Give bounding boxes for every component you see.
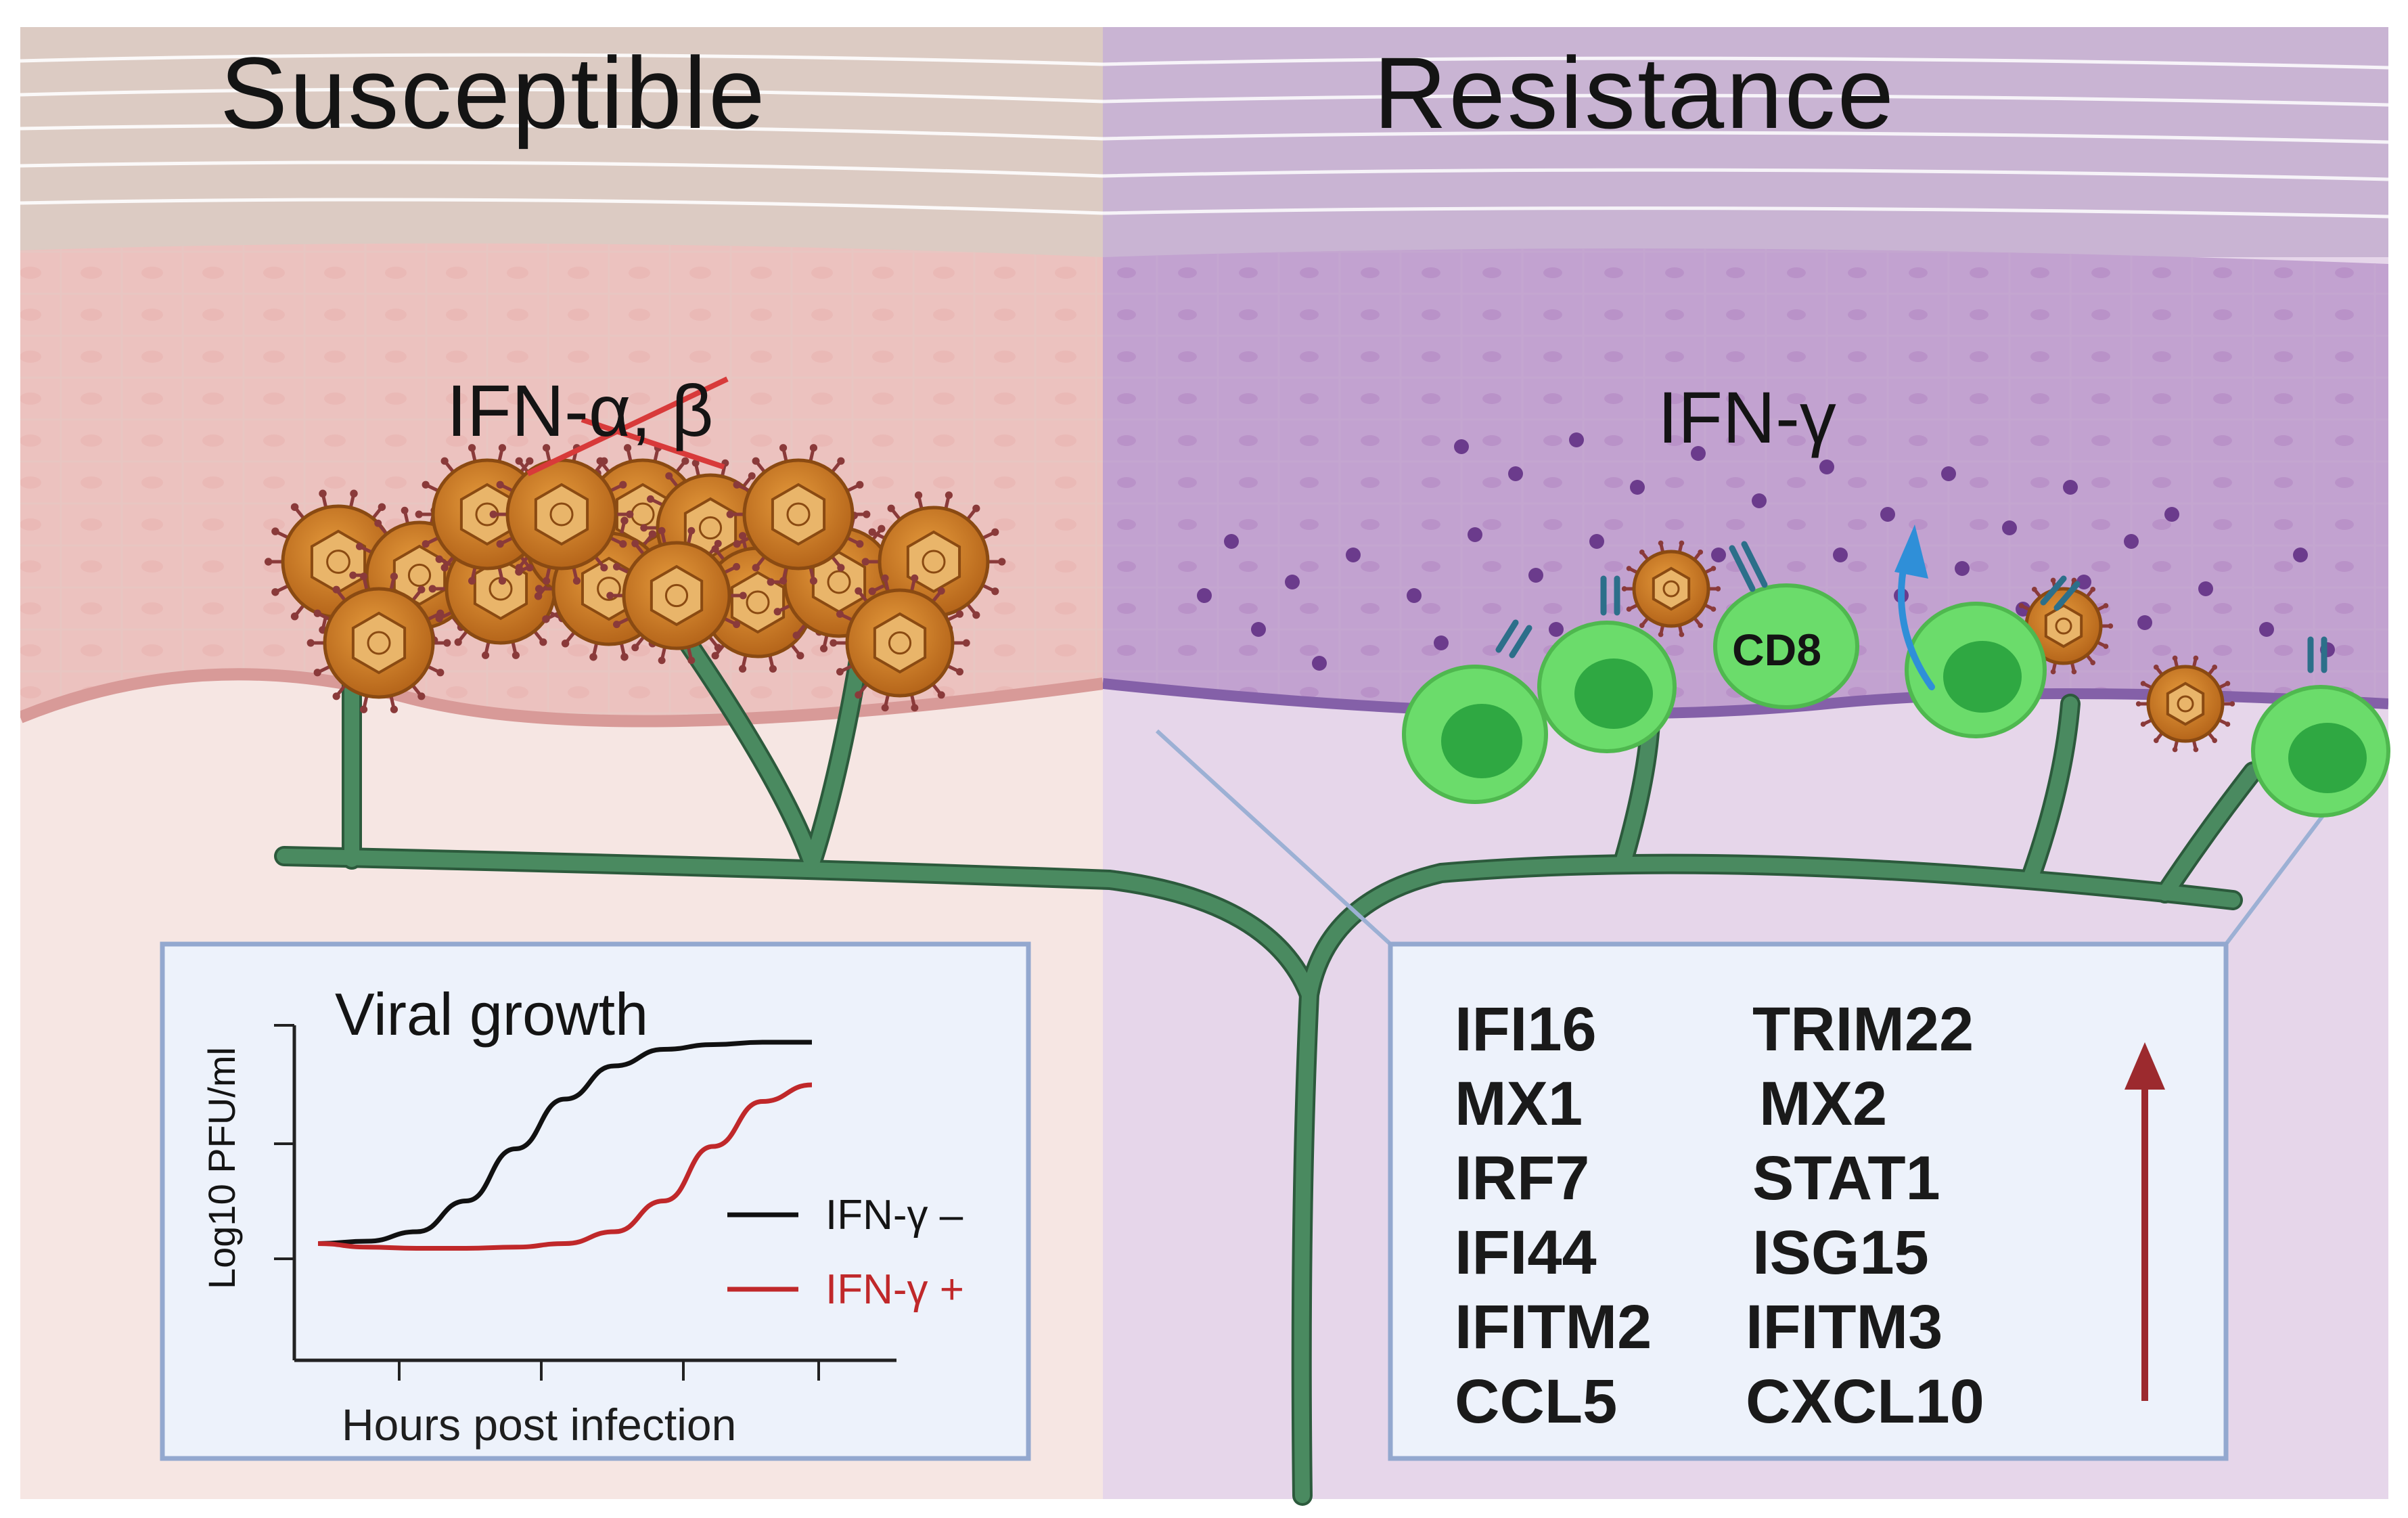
t-cell — [1537, 621, 1677, 753]
series-line-ifn-g-minus — [317, 1040, 812, 1246]
secretion-arrow — [1894, 524, 1935, 690]
susceptible-title: Susceptible — [220, 36, 767, 150]
chart-title: Viral growth — [335, 981, 649, 1048]
chart-y-label: Log10 PFU/ml — [200, 1047, 243, 1289]
axis-ticks — [274, 1024, 820, 1381]
chart-box — [160, 941, 1031, 1461]
t-cell-cd8 — [1713, 583, 1859, 709]
ifn-ab-crossout — [526, 376, 729, 476]
ifn-gamma-cytokines — [1197, 432, 2335, 671]
series-line-ifn-g-plus — [317, 1082, 813, 1251]
viruses-resistance — [1621, 540, 2235, 753]
gene-label: IFI44 — [1455, 1218, 1597, 1287]
virus-particle — [489, 444, 634, 585]
t-cell — [2251, 685, 2390, 818]
virus-particle — [606, 527, 747, 665]
gene-label: STAT1 — [1752, 1144, 1940, 1213]
ifn-alpha-beta-label: IFN-α, β — [447, 370, 714, 451]
virus-particle — [2135, 655, 2235, 753]
gene-label: CXCL10 — [1746, 1367, 1984, 1436]
legend-label-ifn-g-plus: IFN-γ + — [825, 1266, 964, 1313]
t-cell — [1905, 602, 2047, 738]
sensory-nerve — [274, 626, 2263, 1506]
viral-growth-chart — [274, 1024, 896, 1381]
legend-label-ifn-g-minus: IFN-γ – — [825, 1192, 963, 1238]
gene-label: IFI16 — [1455, 995, 1597, 1064]
gene-label: IFITM2 — [1455, 1293, 1652, 1362]
cd8-t-cells — [1402, 541, 2390, 818]
resistance-title: Resistance — [1373, 36, 1896, 150]
virus-particle — [1621, 540, 1721, 638]
gene-label: MX1 — [1455, 1069, 1583, 1138]
gene-label: ISG15 — [1752, 1218, 1929, 1287]
virus-cluster — [264, 444, 1006, 713]
ifn-gamma-label: IFN-γ — [1658, 376, 1836, 458]
gene-label: IRF7 — [1455, 1144, 1590, 1213]
upregulation-arrow — [2125, 1042, 2165, 1401]
virus-particle — [2014, 577, 2114, 675]
cd8-label: CD8 — [1732, 625, 1822, 675]
virus-particle — [306, 573, 451, 713]
chart-x-label: Hours post infection — [342, 1400, 737, 1450]
t-cell-receptors — [1495, 541, 2327, 673]
gene-label: CCL5 — [1455, 1367, 1618, 1436]
virus-particle — [830, 574, 970, 712]
gene-box — [1388, 941, 2229, 1461]
gene-label: IFITM3 — [1746, 1293, 1943, 1362]
t-cell — [1402, 665, 1548, 804]
gene-label: TRIM22 — [1752, 995, 1974, 1064]
virus-particle — [726, 444, 871, 585]
gene-label: MX2 — [1759, 1069, 1888, 1138]
